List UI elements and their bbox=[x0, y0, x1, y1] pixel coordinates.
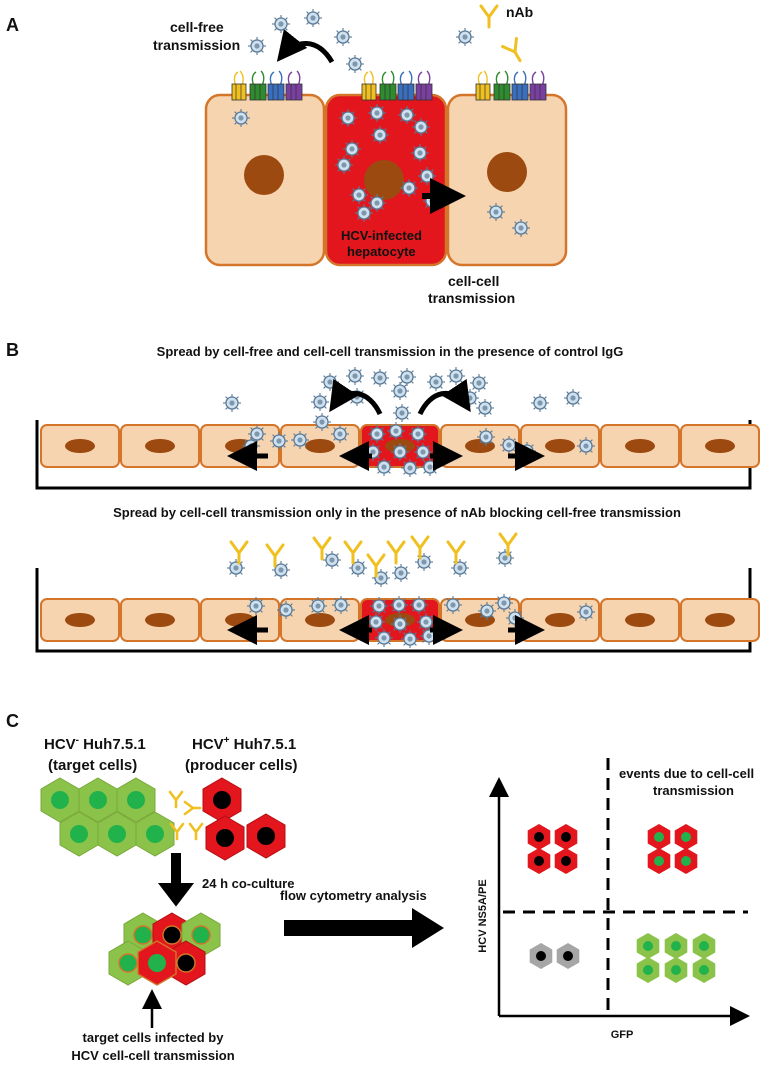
nucleus bbox=[705, 439, 735, 453]
cell-free-arrow bbox=[276, 29, 335, 64]
antibody bbox=[501, 36, 529, 67]
nucleus bbox=[545, 613, 575, 627]
cell-free-arrow bbox=[329, 378, 383, 416]
nucleus bbox=[305, 613, 335, 627]
x-axis-label: GFP bbox=[611, 1029, 634, 1041]
events-label: transmission bbox=[653, 783, 734, 798]
panel-a: A cell-free transmission bbox=[6, 4, 568, 306]
quadrant-upper-right bbox=[647, 824, 698, 874]
nucleus bbox=[625, 613, 655, 627]
events-label: events due to cell-cell bbox=[619, 766, 754, 781]
quadrant-upper-left bbox=[527, 824, 578, 874]
top-title: Spread by cell-free and cell-cell transm… bbox=[157, 344, 624, 359]
panel-b-letter: B bbox=[6, 340, 19, 360]
nucleus bbox=[244, 155, 284, 195]
infected-label: HCV-infected bbox=[341, 228, 422, 243]
nucleus bbox=[545, 439, 575, 453]
nucleus bbox=[65, 439, 95, 453]
producer-cells-label: HCV+ Huh7.5.1 bbox=[192, 735, 296, 753]
nab-label: nAb bbox=[506, 4, 533, 20]
nucleus bbox=[225, 613, 255, 627]
nucleus bbox=[145, 439, 175, 453]
flow-label: flow cytometry analysis bbox=[280, 888, 427, 903]
y-axis-label: HCV NS5A/PE bbox=[477, 879, 489, 952]
flow-plot: HCV NS5A/PE GFP events due to cell-cell … bbox=[477, 758, 754, 1041]
coculture-cluster bbox=[108, 912, 221, 986]
antibodies-c bbox=[168, 790, 204, 841]
cell-free-arrow bbox=[417, 378, 471, 416]
infected-label: hepatocyte bbox=[347, 244, 416, 259]
coculture-label: 24 h co-culture bbox=[202, 876, 294, 891]
antibody bbox=[479, 4, 499, 29]
infected-target-cell bbox=[137, 940, 177, 986]
bottom-title: Spread by cell-cell transmission only in… bbox=[113, 505, 681, 520]
target-cells-label: HCV- Huh7.5.1 bbox=[44, 735, 146, 753]
producer-cell-cluster bbox=[202, 777, 286, 861]
nucleus bbox=[487, 152, 527, 192]
panel-c-letter: C bbox=[6, 711, 19, 731]
cell-cell-label: transmission bbox=[428, 290, 515, 306]
infected-target-label: HCV cell-cell transmission bbox=[71, 1048, 234, 1063]
panel-a-letter: A bbox=[6, 15, 19, 35]
quadrant-lower-right bbox=[636, 933, 716, 983]
cell-cell-label: cell-cell bbox=[448, 273, 499, 289]
infected-target-label: target cells infected by bbox=[83, 1030, 225, 1045]
down-arrow bbox=[157, 853, 195, 907]
nucleus bbox=[145, 613, 175, 627]
target-cells-sublabel: (target cells) bbox=[48, 757, 137, 774]
nucleus bbox=[305, 439, 335, 453]
flow-arrow bbox=[284, 908, 444, 948]
panel-c: C HCV- Huh7.5.1 (target cells) HCV+ Huh7… bbox=[6, 711, 754, 1063]
quadrant-lower-left bbox=[529, 943, 580, 969]
nucleus bbox=[65, 613, 95, 627]
producer-cells-sublabel: (producer cells) bbox=[185, 757, 298, 774]
nucleus bbox=[625, 439, 655, 453]
target-cell-cluster bbox=[40, 777, 175, 857]
panel-b: B Spread by cell-free and cell-cell tran… bbox=[6, 340, 760, 653]
cell-free-label: cell-free bbox=[170, 19, 224, 35]
nucleus bbox=[364, 160, 404, 200]
nucleus bbox=[705, 613, 735, 627]
cell-free-label: transmission bbox=[153, 37, 240, 53]
